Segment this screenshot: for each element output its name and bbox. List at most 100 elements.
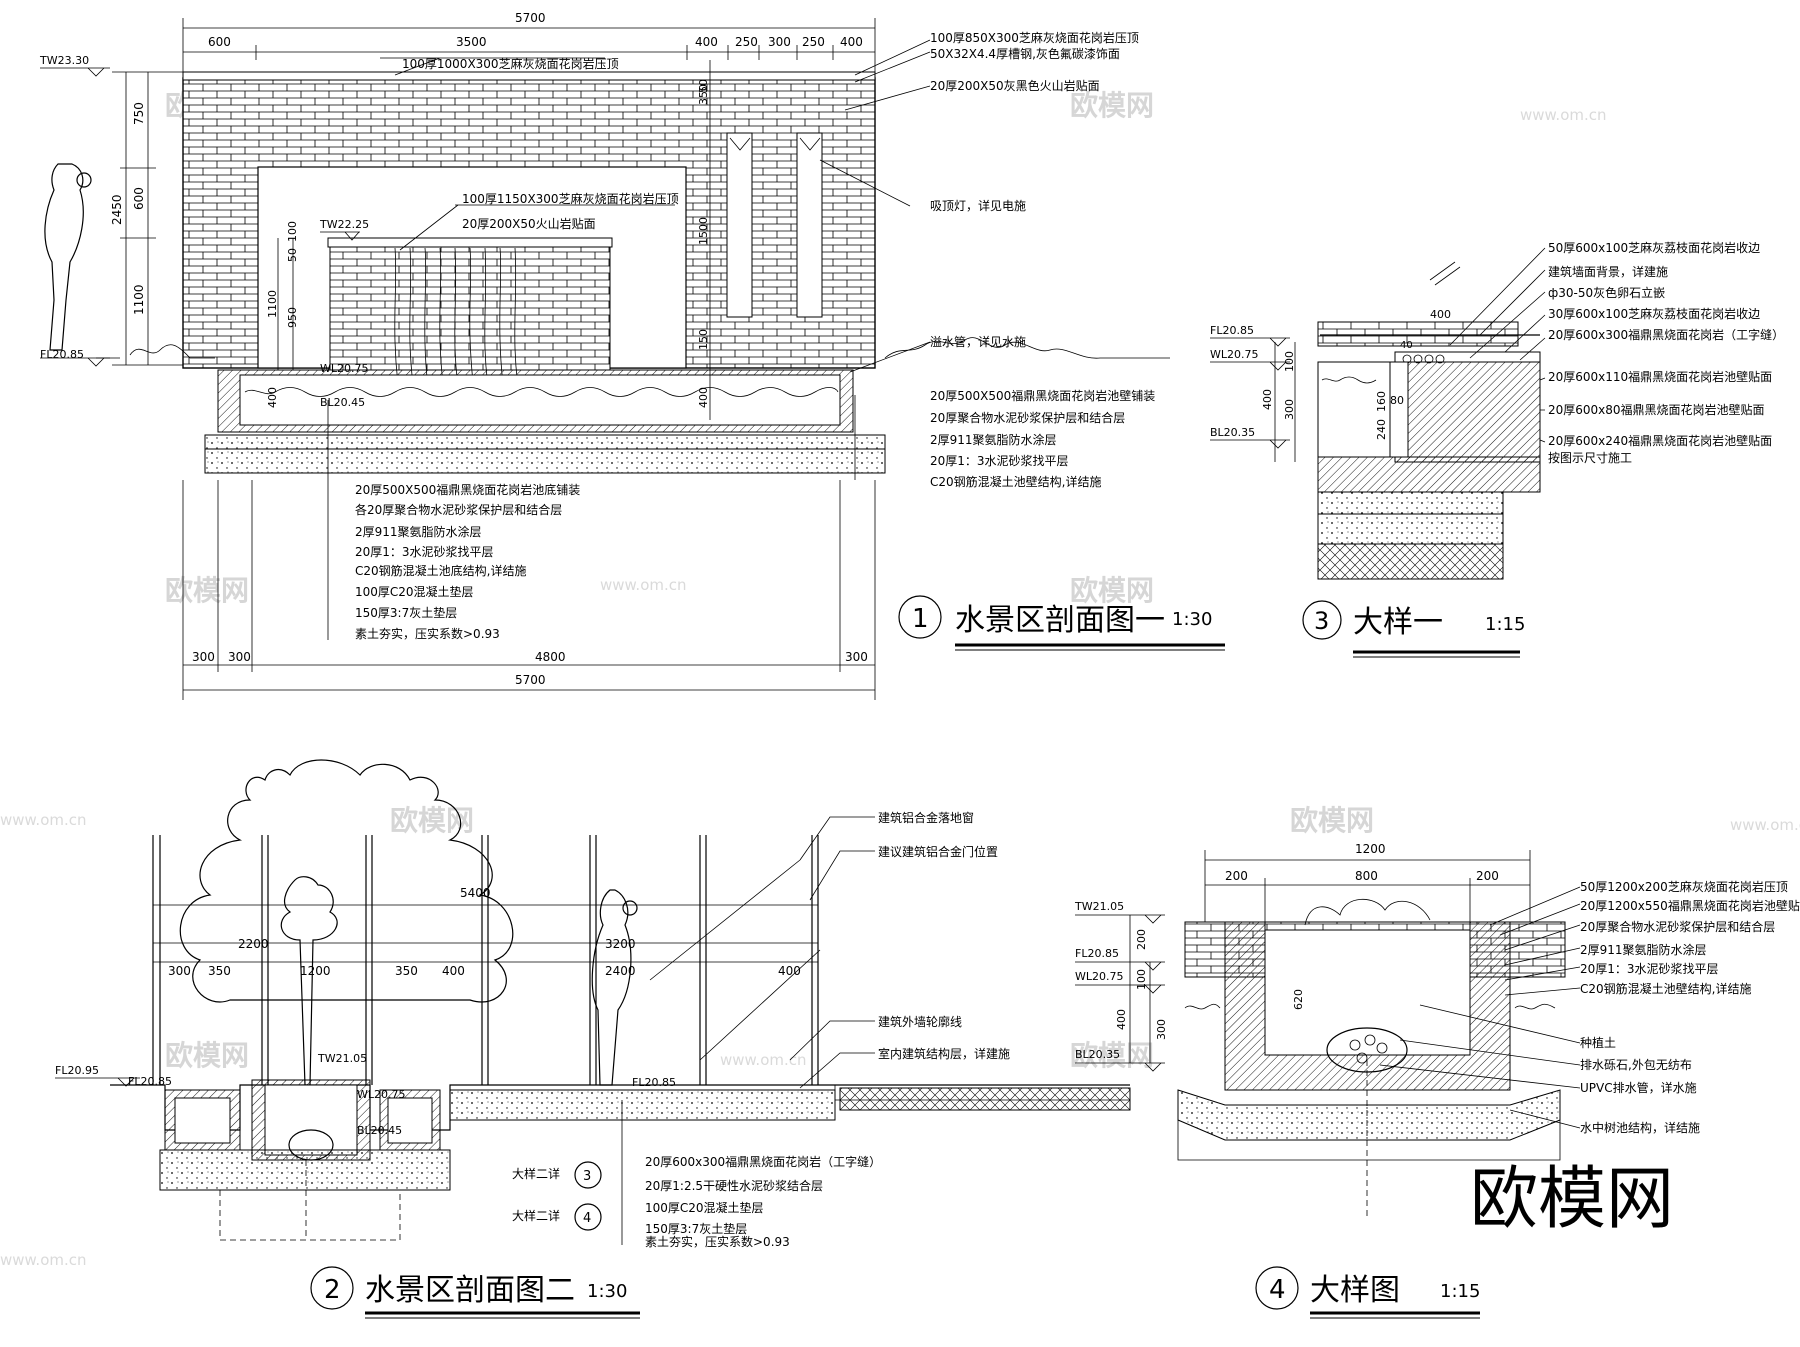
section-scale: 1:15 [1440, 1281, 1480, 1302]
level-mark: FL20.85 [128, 1075, 172, 1088]
dim-vert: 100 [286, 221, 299, 242]
section-number: 3 [1314, 607, 1329, 635]
dim-bottom: 300 [228, 650, 251, 664]
level-mark: TW21.05 [317, 1052, 367, 1065]
material-note: 建筑铝合金落地窗 [878, 810, 974, 825]
section-number: 2 [324, 1275, 341, 1305]
material-note: 建筑外墙轮廓线 [878, 1014, 962, 1029]
material-note: 20厚聚合物水泥砂浆保护层和结合层 [1580, 919, 1775, 934]
material-note: C20钢筋混凝土池壁结构,详结施 [930, 474, 1101, 489]
detail-ref-label: 大样二详 [512, 1208, 560, 1223]
material-note: 吸顶灯，详见电施 [930, 198, 1026, 213]
level-mark: WL20.75 [1210, 348, 1259, 361]
material-note: 20厚1：3水泥砂浆找平层 [1580, 961, 1719, 976]
level-mark: BL20.45 [320, 396, 365, 409]
dim-vert: 50 [286, 248, 299, 262]
material-note: 20厚500X500福鼎黑烧面花岗岩池壁铺装 [930, 388, 1155, 403]
section-3-drawing: 400 300 100 160 240 400 40 80 FL20.85 WL… [1210, 240, 1784, 658]
material-note: 各20厚聚合物水泥砂浆保护层和结合层 [355, 502, 562, 517]
material-note: 50X32X4.4厚槽钢,灰色氟碳漆饰面 [930, 47, 1120, 61]
level-mark: FL20.85 [1075, 947, 1119, 960]
watermark-url: www.om.cn [1520, 106, 1607, 124]
section-number: 4 [1269, 1275, 1286, 1305]
dim-top: 400 [840, 35, 863, 49]
material-note: 20厚1200x550福鼎黑烧面花岗岩池壁贴面 [1580, 898, 1800, 913]
dim-top: 3500 [456, 35, 487, 49]
dim-horiz: 200 [1476, 869, 1499, 883]
watermark-logo: 欧模网 [165, 574, 249, 607]
detail-ref-label: 大样二详 [512, 1166, 560, 1181]
dim-right-vert: 50 [697, 79, 710, 93]
dim-horiz: 2400 [605, 964, 636, 978]
dim-bottom: 4800 [535, 650, 566, 664]
dim-bottom: 300 [192, 650, 215, 664]
material-note: UPVC排水管，详水施 [1580, 1080, 1697, 1095]
dim-vert: 100 [1283, 351, 1296, 372]
dim-vert: 100 [1135, 969, 1148, 990]
window-frames [152, 835, 821, 1085]
material-note: 素土夯实，压实系数>0.93 [355, 626, 500, 641]
dim-vert: 400 [1261, 389, 1274, 410]
material-note: 50厚600x100芝麻灰荔枝面花岗岩收边 [1548, 240, 1760, 255]
dim-vert: 400 [1115, 1009, 1128, 1030]
detail-ref-num: 4 [583, 1211, 591, 1226]
dim-vert: 300 [1283, 399, 1296, 420]
material-note: 20厚600x110福鼎黑烧面花岗岩池壁贴面 [1548, 369, 1772, 384]
material-note: 20厚600x300福鼎黑烧面花岗岩（工字缝） [645, 1154, 881, 1169]
material-note: 20厚1:2.5干硬性水泥砂浆结合层 [645, 1178, 823, 1193]
level-mark: BL20.35 [1075, 1048, 1120, 1061]
dim-bottom: 300 [845, 650, 868, 664]
watermark-url: www.om.cn [600, 576, 687, 594]
material-note: 2厚911聚氨脂防水涂层 [355, 524, 482, 539]
dim-vert: 1100 [266, 290, 279, 318]
section-title: 水景区剖面图一 [955, 603, 1165, 638]
material-note: 按图示尺寸施工 [1548, 451, 1632, 465]
dim-vert: 240 [1375, 419, 1388, 440]
material-note: C20钢筋混凝土池壁结构,详结施 [1580, 981, 1751, 996]
dim-vert: 600 [132, 187, 146, 210]
material-note: 50厚1200x200芝麻灰烧面花岗岩压顶 [1580, 879, 1788, 894]
dim-right-vert: 150 [697, 329, 710, 350]
material-note: 20厚600x240福鼎黑烧面花岗岩池壁贴面 [1548, 433, 1772, 448]
material-note: 种植土 [1580, 1035, 1616, 1050]
watermark-logo: 欧模网 [1070, 89, 1154, 122]
dim-horiz: 1200 [1355, 842, 1386, 856]
level-mark: WL20.75 [320, 362, 369, 375]
dim-horiz: 3200 [605, 937, 636, 951]
level-mark: WL20.75 [1075, 970, 1124, 983]
watermark-logo: 欧模网 [165, 1039, 249, 1072]
dim-horiz: 400 [442, 964, 465, 978]
dim-top: 250 [802, 35, 825, 49]
level-mark: FL20.95 [55, 1064, 99, 1077]
material-note: 20厚200X50火山岩贴面 [462, 216, 596, 231]
watermark-logo: 欧模网 [1290, 804, 1374, 837]
material-note: 100厚C20混凝土垫层 [355, 584, 474, 599]
section-scale: 1:15 [1485, 614, 1525, 635]
level-mark: BL20.35 [1210, 426, 1255, 439]
section-scale: 1:30 [587, 1281, 627, 1302]
watermark-url: www.om.cn [720, 1051, 807, 1069]
material-note: 20厚600x80福鼎黑烧面花岗岩池壁贴面 [1548, 402, 1765, 417]
dim-horiz: 400 [778, 964, 801, 978]
material-note: 100厚1000X300芝麻灰烧面花岗岩压顶 [402, 56, 619, 71]
section-number: 1 [912, 604, 929, 634]
dim-top: 250 [735, 35, 758, 49]
section-2-drawing: 5400 2200 1200 300 350 350 400 3200 2400… [55, 759, 1131, 1319]
dim-right-vert: 400 [697, 387, 710, 408]
material-note: 30厚600x100芝麻灰荔枝面花岗岩收边 [1548, 306, 1760, 321]
section-scale: 1:30 [1172, 609, 1212, 630]
dim-right-vert: 1500 [697, 217, 710, 245]
dim-bottom: 5700 [515, 673, 546, 687]
material-note: 100厚1150X300芝麻灰烧面花岗岩压顶 [462, 191, 679, 206]
dim-top: 600 [208, 35, 231, 49]
watermark-logo: 欧模网 [1070, 1039, 1154, 1072]
material-note: 2厚911聚氨脂防水涂层 [930, 432, 1057, 447]
dim-vert: 750 [132, 102, 146, 125]
dim-horiz: 350 [208, 964, 231, 978]
watermark-url: www.om.cn [0, 811, 87, 829]
material-note: 100厚850X300芝麻灰烧面花岗岩压顶 [930, 30, 1139, 45]
material-note: 150厚3:7灰土垫层 [645, 1221, 747, 1236]
section-4-drawing: 1200 200 800 200 TW21.05 FL20.85 WL20.75… [1074, 842, 1800, 1319]
level-mark: FL20.85 [632, 1076, 676, 1089]
